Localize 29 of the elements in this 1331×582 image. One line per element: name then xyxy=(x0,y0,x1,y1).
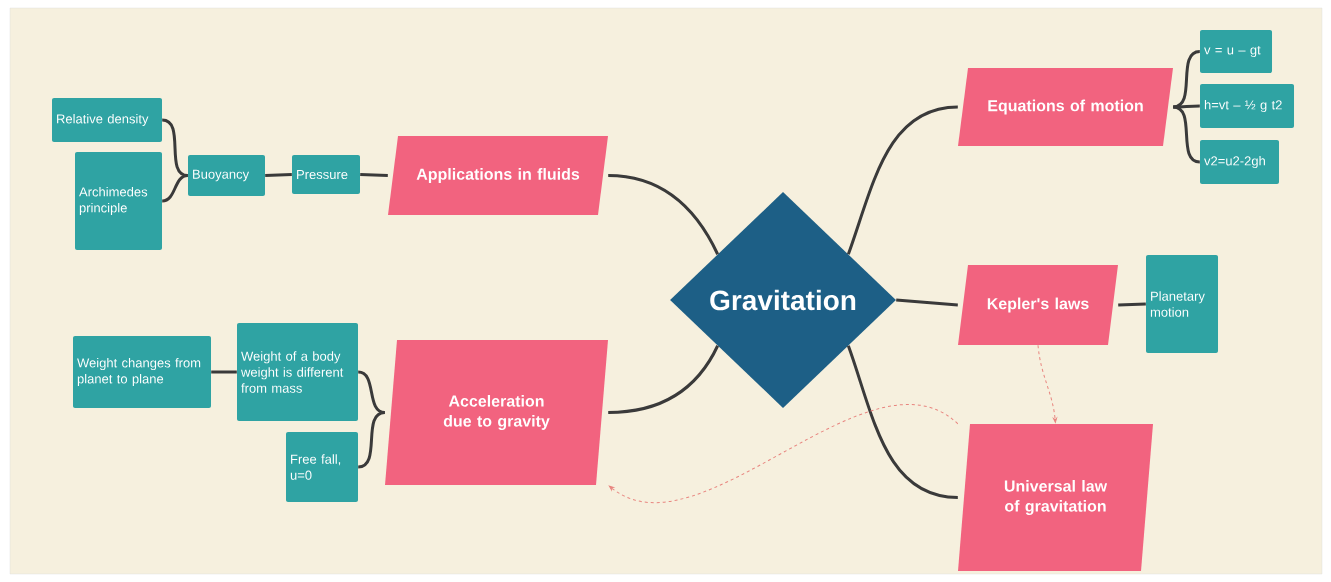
subtopic-box: Pressure xyxy=(292,155,360,194)
topic-parallelogram: Applications in fluids xyxy=(388,136,608,215)
subtopic-box: Weight changes from planet to plane xyxy=(73,336,211,408)
connector xyxy=(360,173,388,177)
connector xyxy=(608,403,959,503)
subtopic-box: Buoyancy xyxy=(188,155,265,196)
subtopic-box: h=vt – ½ g t2 xyxy=(1200,84,1294,128)
connector xyxy=(846,105,958,255)
connector xyxy=(846,345,958,499)
connector xyxy=(608,174,719,255)
subtopic-box: Planetary motion xyxy=(1146,255,1218,353)
subtopic-box: Archimedes principle xyxy=(75,152,162,250)
connector xyxy=(1118,302,1146,307)
subtopic-box: Weight of a body weight is different from mass xyxy=(237,323,358,421)
connector xyxy=(161,174,189,203)
connector xyxy=(1173,104,1200,109)
connector xyxy=(265,173,292,177)
topic-parallelogram: Equations of motion xyxy=(958,68,1173,146)
connector xyxy=(1037,344,1058,423)
connector xyxy=(896,298,958,307)
topic-parallelogram: Universal law of gravitation xyxy=(958,424,1153,571)
subtopic-box: Free fall, u=0 xyxy=(286,432,358,502)
subtopic-box: v = u – gt xyxy=(1200,30,1272,73)
subtopic-box: v2=u2-2gh xyxy=(1200,140,1279,184)
topic-parallelogram: Kepler's laws xyxy=(958,265,1118,345)
subtopic-box: Relative density xyxy=(52,98,162,142)
connector xyxy=(608,345,719,414)
connector xyxy=(211,370,237,374)
topic-parallelogram: Acceleration due to gravity xyxy=(385,340,608,485)
